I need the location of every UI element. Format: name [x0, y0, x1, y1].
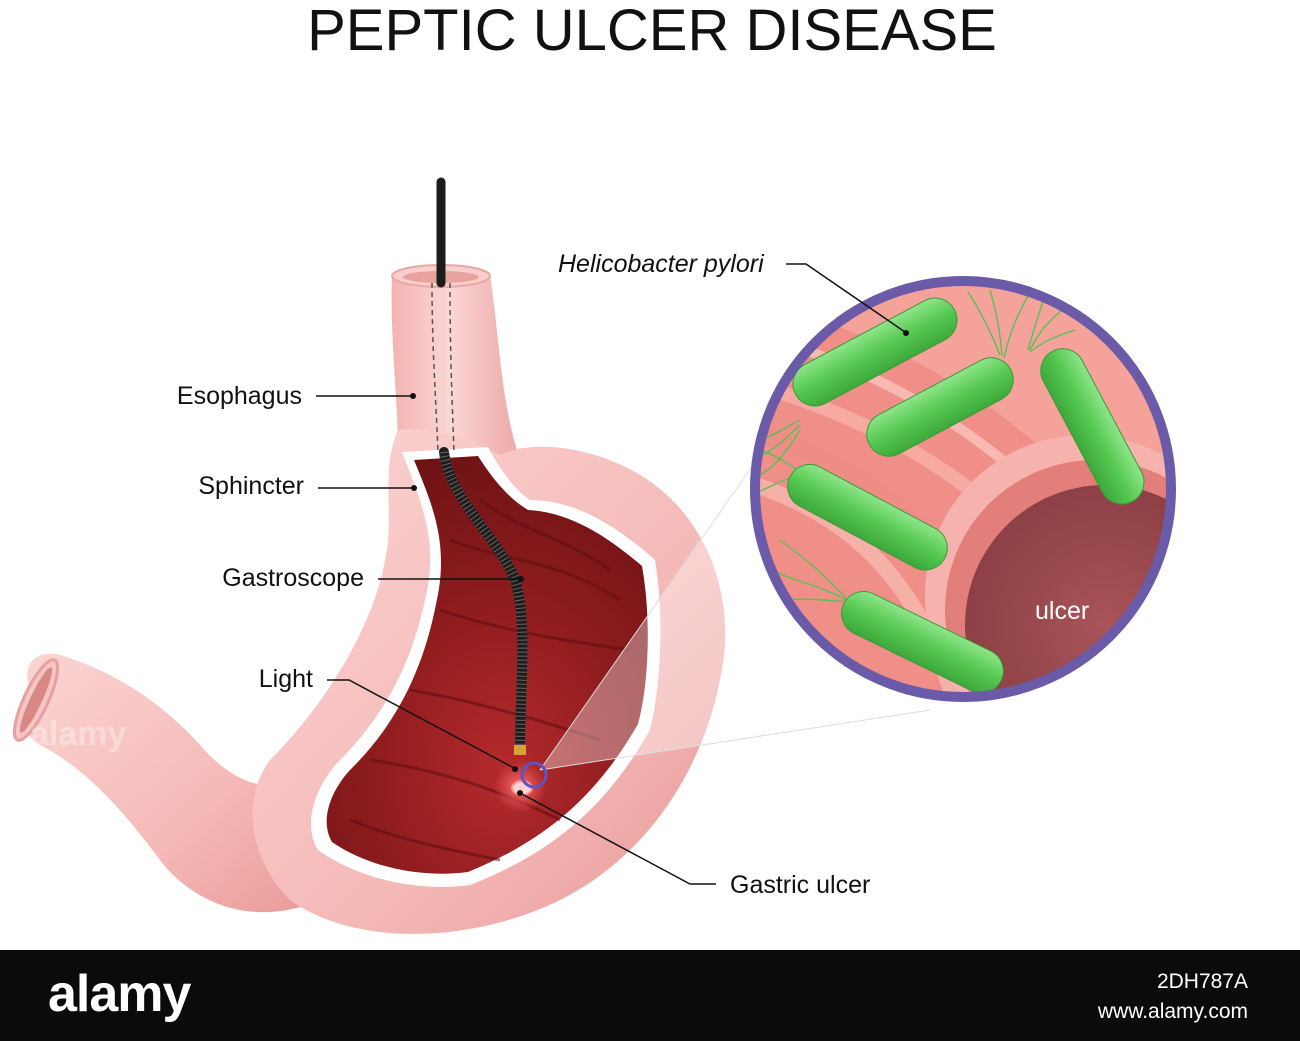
esophagus-tube — [391, 275, 520, 460]
gastroscope-cable — [439, 447, 528, 753]
watermark-text: alamy — [30, 715, 126, 753]
alamy-url: www.alamy.com — [1097, 1000, 1248, 1023]
label-gastroscope: Gastroscope — [222, 564, 364, 592]
gastric-folds — [349, 498, 631, 862]
watermark-footer: alamy 2DH787A www.alamy.com — [0, 950, 1300, 1041]
gastroscope-dashed-inside — [431, 282, 455, 453]
gastroscope-light-tip — [514, 745, 526, 755]
image-id: 2DH787A — [1156, 970, 1248, 993]
alamy-logo: alamy — [48, 965, 191, 1023]
label-esophagus: Esophagus — [177, 382, 302, 410]
stomach-illustration — [12, 177, 931, 934]
zoom-circle-border — [750, 276, 1176, 702]
labels: Esophagus Sphincter Gastroscope Light Ga… — [177, 250, 1089, 899]
zoom-beam — [540, 455, 930, 770]
helicobacter-bacteria — [787, 297, 1145, 694]
label-sphincter: Sphincter — [198, 472, 304, 500]
label-helicobacter-pylori: Helicobacter pylori — [558, 250, 765, 278]
stomach-inner-lining — [326, 456, 648, 874]
page-title: PEPTIC ULCER DISEASE — [307, 0, 997, 63]
label-light: Light — [259, 665, 313, 693]
peptic-ulcer-diagram: PEPTIC ULCER DISEASE — [12, 0, 1176, 934]
magnifier-ring — [520, 761, 548, 789]
label-ulcer: ulcer — [1035, 597, 1089, 625]
label-gastric-ulcer: Gastric ulcer — [730, 871, 870, 899]
duodenum — [24, 653, 321, 913]
